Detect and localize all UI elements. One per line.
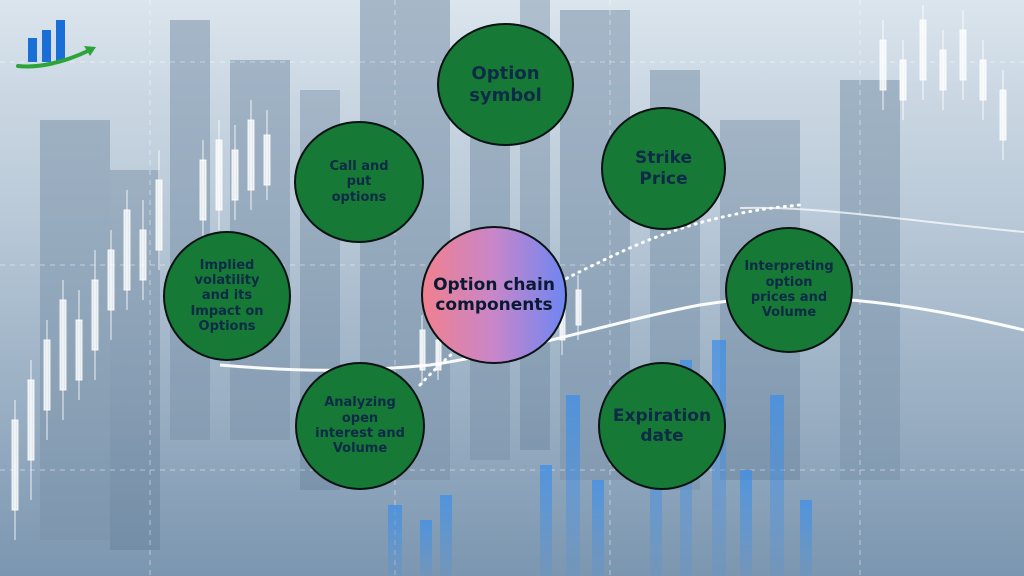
node-expiration-date: Expiration date — [598, 362, 726, 490]
logo-bar-3 — [56, 20, 65, 62]
logo-bar-1 — [28, 38, 37, 62]
node-analyzing-open-interest: Analyzing open interest and Volume — [295, 362, 425, 490]
node-label: Option symbol — [469, 63, 542, 106]
node-label: Analyzing open interest and Volume — [315, 395, 405, 457]
logo-bar-2 — [42, 30, 51, 62]
node-label: Strike Price — [635, 148, 692, 189]
node-call-put-options: Call and put options — [294, 121, 424, 243]
center-node-option-chain-components: Option chain components — [421, 226, 567, 364]
node-label: Expiration date — [612, 405, 712, 446]
node-strike-price: Strike Price — [601, 107, 726, 230]
node-label: Interpreting option prices and Volume — [744, 259, 834, 321]
node-label: Implied volatility and its Impact on Opt… — [190, 257, 264, 334]
logo-arrowhead — [84, 46, 96, 56]
node-interpreting-option-prices: Interpreting option prices and Volume — [725, 227, 853, 353]
center-node-label: Option chain components — [433, 274, 555, 315]
node-option-symbol: Option symbol — [437, 23, 574, 146]
trend-chart-logo — [16, 20, 96, 69]
logo-arrow-swoosh — [16, 48, 92, 69]
node-implied-volatility: Implied volatility and its Impact on Opt… — [163, 231, 291, 361]
node-label: Call and put options — [329, 159, 389, 205]
